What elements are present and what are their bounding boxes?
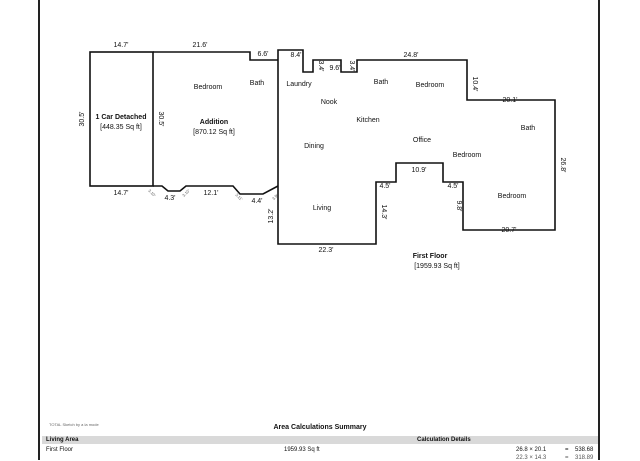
dim-20-1: 20.1' — [503, 97, 518, 104]
calc-1-equals: = — [565, 447, 569, 453]
dim-3-10a: 3.10' — [147, 188, 157, 198]
dim-3-4a: 3.4' — [317, 60, 324, 71]
first-floor-label: First Floor — [413, 253, 448, 260]
calc-1-value: 538.68 — [575, 447, 594, 453]
dim-14-7-top: 14.7' — [114, 42, 129, 49]
dim-9-8: 9.8' — [455, 200, 462, 211]
room-nook: Nook — [321, 99, 338, 106]
dim-26-8: 26.8' — [559, 158, 566, 173]
first-floor-area: [1959.93 Sq ft] — [414, 263, 460, 270]
dim-10-4: 10.4' — [471, 77, 478, 92]
row-first-floor-area: 1959.93 Sq ft — [284, 447, 320, 453]
room-bedroom-mid: Bedroom — [453, 152, 482, 159]
room-car-label: 1 Car Detached — [96, 114, 147, 121]
dim-3-9: 3.9' — [271, 193, 279, 201]
dim-4-5a: 4.5' — [379, 183, 390, 190]
room-bath-right: Bath — [521, 125, 536, 132]
room-bedroom-top: Bedroom — [416, 82, 445, 89]
dim-8-4: 8.4' — [290, 52, 301, 59]
room-addition-area: [870.12 Sq ft] — [193, 129, 235, 136]
calc-2-value: 318.89 — [575, 455, 594, 461]
col-living-area: Living Area — [46, 437, 79, 443]
dim-12-1: 12.1' — [204, 190, 219, 197]
dim-3-10b: 3.10' — [181, 188, 191, 198]
room-addition-label: Addition — [200, 119, 228, 126]
area-summary-title: Area Calculations Summary — [273, 424, 367, 431]
dim-20-7: 20.7' — [502, 227, 517, 234]
room-office: Office — [413, 137, 431, 144]
room-bath-main: Bath — [374, 79, 389, 86]
room-dining: Dining — [304, 143, 324, 150]
plan-walls — [89, 49, 556, 245]
dim-3-4b: 3.4' — [348, 60, 355, 71]
calc-1-formula: 26.8 × 20.1 — [516, 447, 547, 453]
dim-30-5b: 30.5' — [157, 112, 164, 127]
room-bedroom-right: Bedroom — [498, 193, 527, 200]
dim-21-6: 21.6' — [193, 42, 208, 49]
area-summary-table: Living Area Calculation Details First Fl… — [42, 433, 598, 461]
calc-2-equals: = — [565, 455, 569, 461]
dim-22-3: 22.3' — [319, 247, 334, 254]
addition-bottom-wall — [153, 185, 279, 195]
dim-4-4: 4.4' — [251, 198, 262, 205]
dim-13-2: 13.2' — [268, 209, 275, 224]
dim-6-6: 6.6' — [257, 51, 268, 58]
room-car-area: [448.35 Sq ft] — [100, 124, 142, 131]
dim-14-7-bottom: 14.7' — [114, 190, 129, 197]
main-house-outline — [277, 49, 556, 245]
room-living: Living — [313, 205, 331, 212]
dim-30-5a: 30.5' — [79, 112, 86, 127]
dim-4-5b: 4.5' — [447, 183, 458, 190]
room-laundry: Laundry — [286, 81, 312, 88]
col-calculation-details: Calculation Details — [417, 437, 471, 443]
dim-14-3: 14.3' — [380, 205, 387, 220]
room-bath-addition: Bath — [250, 80, 265, 87]
room-bedroom-addition: Bedroom — [194, 84, 223, 91]
dim-3-11: 3.11' — [234, 192, 244, 202]
dim-24-8: 24.8' — [404, 52, 419, 59]
room-kitchen: Kitchen — [356, 117, 379, 124]
sketch-frame — [38, 0, 600, 460]
addition-top-wall — [153, 51, 278, 61]
row-first-floor: First Floor — [46, 447, 73, 453]
sketch-credit: TOTAL Sketch by a la mode — [49, 422, 99, 427]
dim-10-9: 10.9' — [412, 167, 427, 174]
garage-outline — [89, 51, 154, 187]
dim-9-6: 9.6' — [329, 65, 340, 72]
dim-4-3: 4.3' — [164, 195, 175, 202]
table-header-band — [42, 436, 598, 444]
calc-2-formula: 22.3 × 14.3 — [516, 455, 547, 461]
